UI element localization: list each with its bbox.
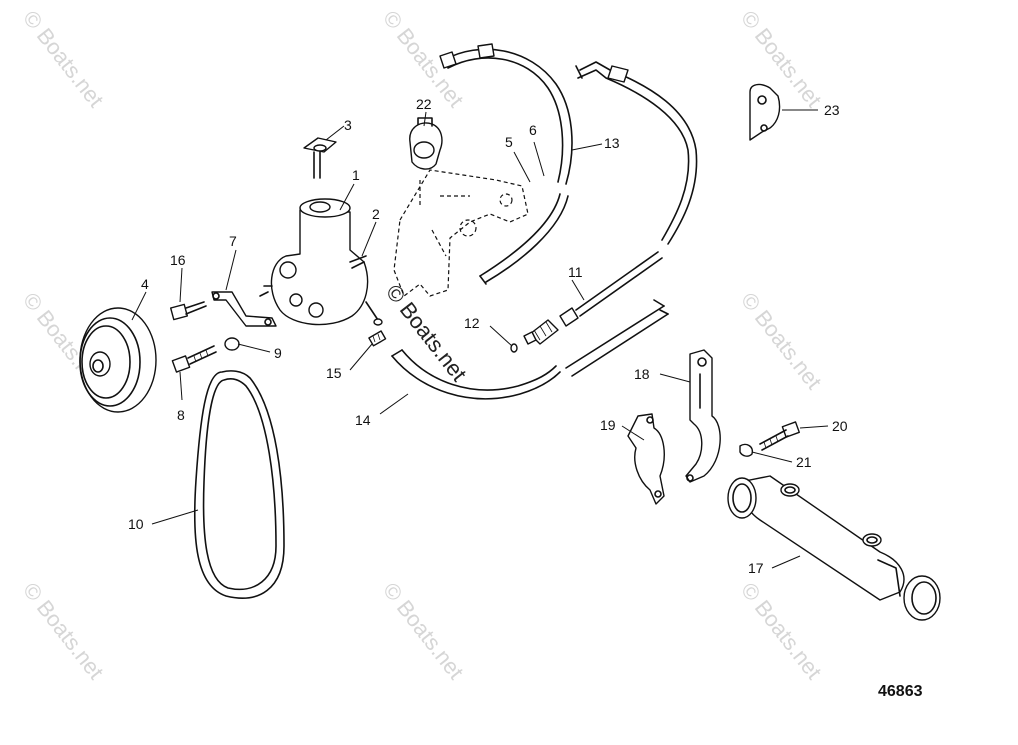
cooler-hose-upper: [575, 61, 698, 245]
callout-16: 16: [170, 252, 186, 268]
watermark: © Boats.net: [736, 288, 827, 394]
power-steering-pump: [259, 198, 383, 326]
lower-hose: [391, 299, 669, 400]
callout-2: 2: [372, 206, 380, 222]
clamp-bolt: [759, 421, 800, 451]
callout-6: 6: [529, 122, 537, 138]
pump-fitting: [349, 255, 367, 269]
callout-7: 7: [229, 233, 237, 249]
callout-18: 18: [634, 366, 650, 382]
callout-4: 4: [141, 276, 149, 292]
inlet-fitting: [368, 330, 387, 347]
lock-washer: [739, 443, 754, 457]
long-bolt: [171, 345, 217, 373]
callout-13: 13: [604, 135, 620, 151]
callout-22: 22: [416, 96, 432, 112]
callout-14: 14: [355, 412, 371, 428]
callout-15: 15: [326, 365, 342, 381]
pump-brace: [211, 291, 277, 327]
power-steering-cooler: [727, 475, 941, 621]
washer: [224, 337, 240, 351]
cooler-bracket: [685, 349, 721, 483]
callout-8: 8: [177, 407, 185, 423]
callout-9: 9: [274, 345, 282, 361]
watermark: © Boats.net: [18, 6, 109, 112]
callout-labels: 1 2 3 4 5 6 7 8 9 10 11 12 13 14 15 16 1…: [128, 96, 848, 576]
small-clamp: [749, 83, 781, 141]
callout-19: 19: [600, 417, 616, 433]
pressure-hose: [523, 251, 663, 345]
callout-11: 11: [568, 264, 583, 280]
drive-belt: [193, 370, 285, 599]
leader-lines: [131, 109, 829, 569]
callout-10: 10: [128, 516, 144, 532]
callout-3: 3: [344, 117, 352, 133]
pump-bracket: [393, 169, 529, 297]
watermark-center: © Boats.net: [381, 280, 472, 386]
pulley: [79, 307, 157, 413]
callout-1: 1: [352, 167, 360, 183]
callout-23: 23: [824, 102, 840, 118]
short-bolt: [169, 301, 207, 321]
callout-21: 21: [796, 454, 812, 470]
callout-20: 20: [832, 418, 848, 434]
return-hose: [439, 43, 573, 285]
hose-clamp: [409, 117, 443, 170]
o-ring: [510, 343, 518, 353]
watermark: © Boats.net: [736, 578, 827, 684]
callout-17: 17: [748, 560, 764, 576]
callout-5: 5: [505, 134, 513, 150]
watermark: © Boats.net: [18, 578, 109, 684]
cooler-clamp: [627, 413, 665, 505]
callout-12: 12: [464, 315, 480, 331]
catalog-number: 46863: [878, 683, 923, 700]
reservoir-cap: [303, 137, 337, 179]
watermark: © Boats.net: [378, 578, 469, 684]
